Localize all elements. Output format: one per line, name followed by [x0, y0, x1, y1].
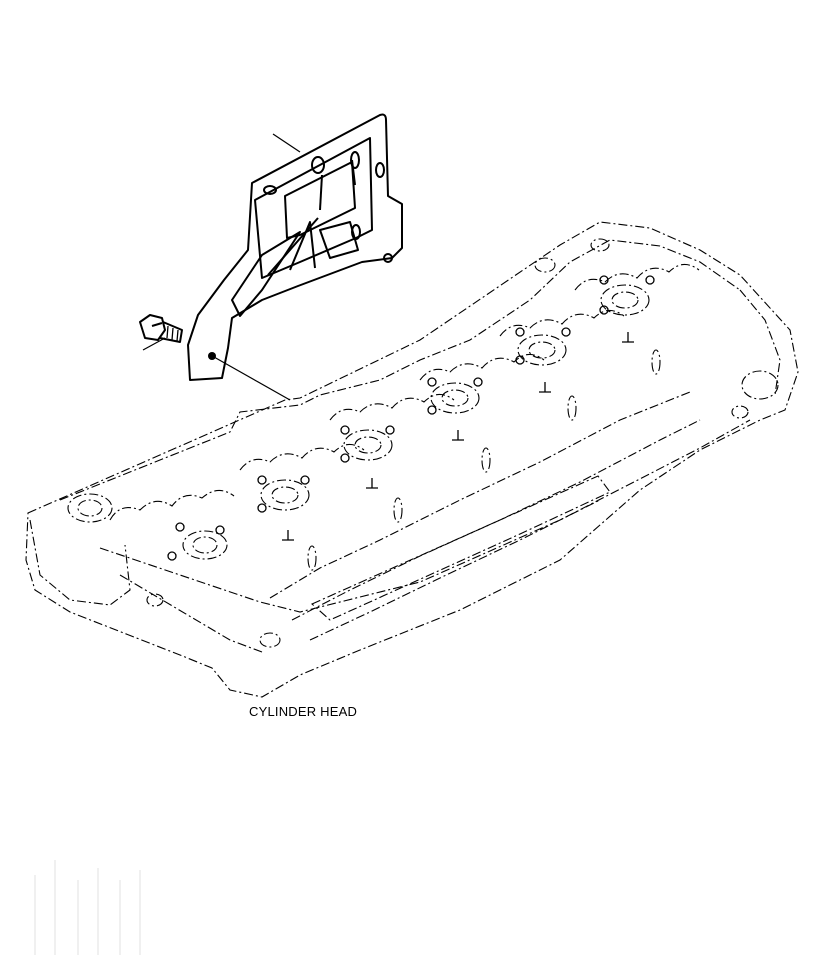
- leader-lines: [142, 133, 301, 401]
- cylinder-head-label: CYLINDER HEAD: [249, 704, 358, 719]
- cylinder-head: [25, 221, 799, 698]
- bracket-bolt-hole: [208, 352, 216, 360]
- mounting-bracket: [187, 113, 403, 381]
- flange-bolt: [139, 314, 183, 343]
- faint-marks: [34, 860, 141, 955]
